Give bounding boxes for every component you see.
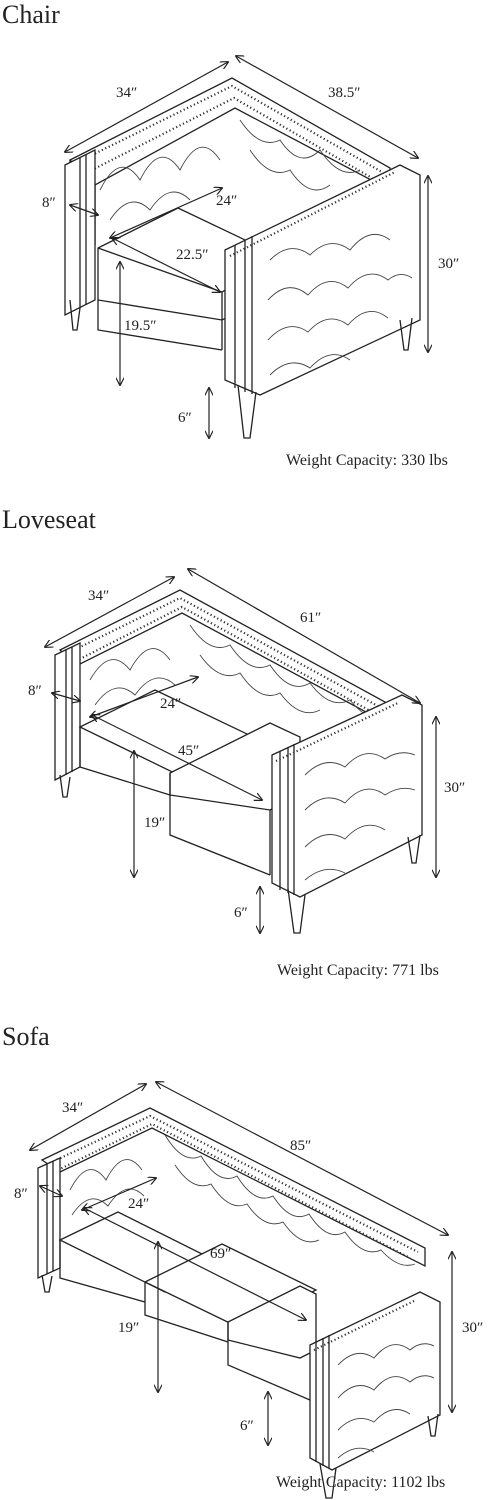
sofa-leg bbox=[319, 1463, 337, 1499]
loveseat-depth-dim bbox=[45, 577, 174, 647]
sofa-leg bbox=[41, 1274, 53, 1293]
loveseat-seat-depth-label: 24″ bbox=[160, 696, 181, 712]
loveseat-diagram: 34″ 61″ 8″ 24″ 45″ 30″ 19″ 6″ bbox=[28, 505, 465, 995]
loveseat-arm-label: 8″ bbox=[28, 683, 42, 699]
chair-seat-depth-dim bbox=[110, 188, 222, 238]
chair-seat-width-dim bbox=[112, 238, 220, 292]
sofa-seat-width-dim bbox=[84, 1208, 306, 1320]
sofa-arm-label: 8″ bbox=[14, 1186, 28, 1202]
sofa-diagram: 34″ 85″ 8″ 24″ 69″ 30″ 19″ 6″ bbox=[14, 1020, 483, 1499]
loveseat-section: Loveseat bbox=[0, 505, 494, 995]
chair-diagram: 34″ 38.5″ 8″ 24″ 22.5″ 30″ 19.5″ 6″ bbox=[42, 0, 459, 480]
sofa-width-dim bbox=[156, 1082, 448, 1235]
sofa-seat-height-label: 19″ bbox=[118, 1320, 139, 1336]
sofa-title: Sofa bbox=[2, 1022, 50, 1051]
loveseat-seat-width-label: 45″ bbox=[178, 743, 199, 759]
sofa-leg-label: 6″ bbox=[240, 1418, 254, 1434]
sofa-weight-capacity: Weight Capacity: 1102 lbs bbox=[276, 1474, 446, 1491]
loveseat-leg-label: 6″ bbox=[234, 905, 248, 921]
chair-seat-height-label: 19.5″ bbox=[124, 318, 157, 334]
chair-right-arm bbox=[224, 164, 421, 396]
loveseat-leg bbox=[287, 888, 306, 934]
chair-height-label: 30″ bbox=[438, 256, 459, 272]
chair-title: Chair bbox=[2, 0, 60, 29]
chair-depth-dim bbox=[65, 62, 228, 152]
chair-arm-label: 8″ bbox=[42, 195, 56, 211]
chair-leg-label: 6″ bbox=[178, 410, 192, 426]
sofa-seat-depth-dim bbox=[82, 1178, 156, 1210]
loveseat-arm-dim bbox=[52, 693, 80, 701]
sofa-arm-tufting bbox=[337, 1343, 435, 1459]
loveseat-seat-width-dim bbox=[92, 715, 262, 800]
loveseat-leg bbox=[407, 834, 421, 864]
sofa-seat-width-label: 69″ bbox=[210, 1246, 231, 1262]
chair-weight-capacity: Weight Capacity: 330 lbs bbox=[286, 452, 448, 469]
loveseat-arm-tufting bbox=[304, 752, 416, 881]
sofa-depth-dim bbox=[30, 1084, 146, 1150]
chair-seat-depth-label: 24″ bbox=[216, 193, 237, 209]
chair-width-dim bbox=[236, 56, 418, 158]
loveseat-leg bbox=[59, 774, 71, 798]
sofa-section: Sofa bbox=[0, 1020, 494, 1500]
sofa-seat-depth-label: 24″ bbox=[128, 1196, 149, 1212]
chair-section: Chair bbox=[0, 0, 494, 480]
chair-arm-dim bbox=[70, 205, 98, 215]
loveseat-weight-capacity: Weight Capacity: 771 lbs bbox=[277, 962, 439, 979]
chair-arm-tufting bbox=[267, 233, 413, 376]
loveseat-height-label: 30″ bbox=[444, 780, 465, 796]
chair-seat-width-label: 22.5″ bbox=[176, 247, 209, 263]
loveseat-seat-depth-dim bbox=[90, 677, 198, 717]
sofa-height-label: 30″ bbox=[462, 1320, 483, 1336]
loveseat-seat-height-label: 19″ bbox=[144, 815, 165, 831]
sofa-arm-dim bbox=[40, 1186, 62, 1196]
sofa-left-arm bbox=[37, 1156, 61, 1280]
sofa-depth-label: 34″ bbox=[62, 1100, 83, 1116]
loveseat-title: Loveseat bbox=[2, 505, 96, 534]
loveseat-left-arm bbox=[54, 641, 81, 782]
chair-leg bbox=[69, 299, 81, 331]
loveseat-width-dim bbox=[188, 569, 420, 703]
chair-leg bbox=[237, 384, 257, 439]
loveseat-width-label: 61″ bbox=[300, 610, 321, 626]
chair-leg bbox=[399, 317, 413, 351]
chair-width-label: 38.5″ bbox=[328, 85, 361, 101]
sofa-leg bbox=[427, 1413, 439, 1437]
sofa-width-label: 85″ bbox=[290, 1138, 311, 1154]
chair-depth-label: 34″ bbox=[116, 85, 137, 101]
loveseat-depth-label: 34″ bbox=[88, 588, 109, 604]
